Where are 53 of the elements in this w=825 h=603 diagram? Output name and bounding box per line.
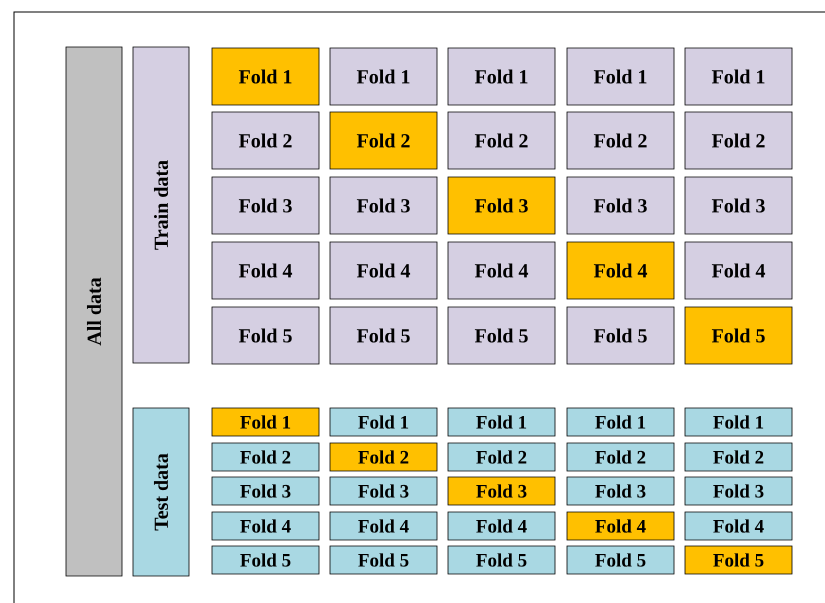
- fold-box: Fold 4: [448, 242, 556, 300]
- fold-box: Fold 5: [330, 546, 438, 574]
- fold-box: Fold 1: [448, 48, 556, 106]
- fold-box: Fold 5: [212, 546, 320, 574]
- fold-box: Fold 1: [566, 408, 674, 436]
- fold-box: Fold 1: [212, 48, 320, 106]
- fold-box: Fold 3: [566, 476, 674, 506]
- fold-box: Fold 4: [448, 512, 556, 540]
- fold-box: Fold 2: [212, 112, 320, 170]
- fold-box: Fold 5: [566, 546, 674, 574]
- fold-box: Fold 1: [684, 408, 792, 436]
- fold-box: Fold 4: [330, 512, 438, 540]
- fold-box: Fold 1: [566, 48, 674, 106]
- fold-box: Fold 1: [684, 48, 792, 106]
- fold-box: Fold 2: [684, 112, 792, 170]
- train-data-bar: Train data: [132, 46, 190, 364]
- fold-box: Fold 2: [684, 442, 792, 472]
- fold-box: Fold 2: [330, 112, 438, 170]
- fold-box: Fold 2: [330, 442, 438, 472]
- fold-box: Fold 3: [212, 476, 320, 506]
- fold-box: Fold 5: [448, 546, 556, 574]
- fold-box: Fold 3: [684, 176, 792, 234]
- fold-box: Fold 4: [212, 242, 320, 300]
- fold-box: Fold 2: [212, 442, 320, 472]
- fold-box: Fold 3: [448, 476, 556, 506]
- fold-box: Fold 4: [566, 242, 674, 300]
- fold-box: Fold 4: [684, 512, 792, 540]
- fold-box: Fold 2: [566, 112, 674, 170]
- fold-box: Fold 1: [330, 408, 438, 436]
- fold-box: Fold 4: [212, 512, 320, 540]
- fold-box: Fold 3: [684, 476, 792, 506]
- all-data-bar: All data: [66, 46, 122, 576]
- fold-box: Fold 4: [566, 512, 674, 540]
- fold-box: Fold 5: [448, 306, 556, 364]
- fold-box: Fold 3: [330, 176, 438, 234]
- fold-box: Fold 3: [212, 176, 320, 234]
- fold-box: Fold 3: [448, 176, 556, 234]
- fold-box: Fold 5: [566, 306, 674, 364]
- fold-box: Fold 3: [566, 176, 674, 234]
- fold-box: Fold 2: [448, 442, 556, 472]
- fold-box: Fold 1: [448, 408, 556, 436]
- fold-box: Fold 5: [684, 546, 792, 574]
- fold-box: Fold 4: [684, 242, 792, 300]
- fold-box: Fold 5: [330, 306, 438, 364]
- fold-box: Fold 5: [684, 306, 792, 364]
- fold-box: Fold 5: [212, 306, 320, 364]
- fold-box: Fold 1: [330, 48, 438, 106]
- fold-box: Fold 1: [212, 408, 320, 436]
- test-data-bar: Test data: [132, 408, 190, 576]
- fold-box: Fold 3: [330, 476, 438, 506]
- fold-box: Fold 4: [330, 242, 438, 300]
- fold-box: Fold 2: [566, 442, 674, 472]
- fold-box: Fold 2: [448, 112, 556, 170]
